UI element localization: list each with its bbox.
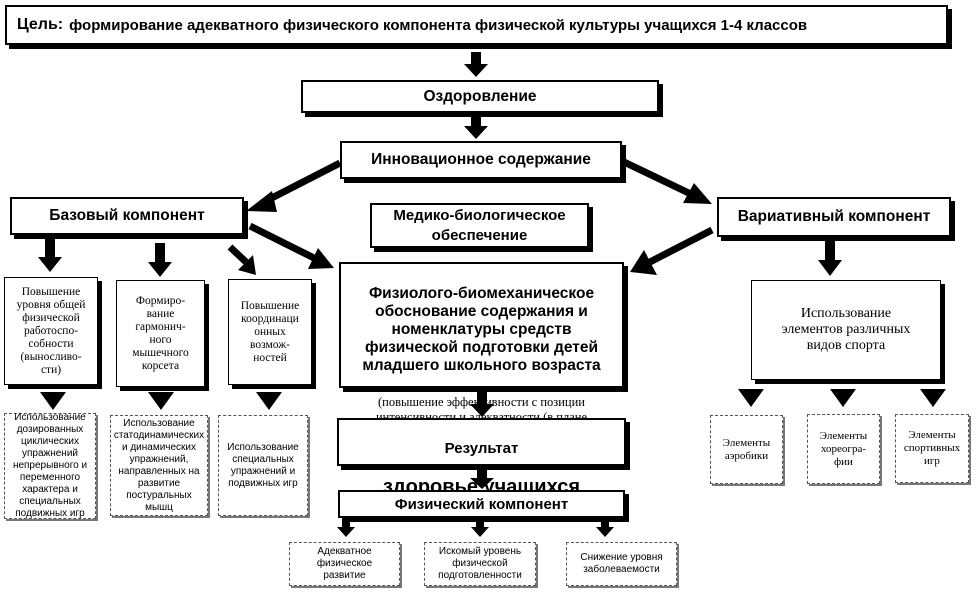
goal-text: формирование адекватного физического ком… <box>69 16 808 34</box>
goal-box: Цель: формирование адекватного физическо… <box>5 5 948 45</box>
sports-text: Использование элементов различных видов … <box>781 306 911 353</box>
outcome-3: Снижение уровня заболеваемости <box>566 542 677 586</box>
physiology-title: Физиолого-биомеханическое обоснование со… <box>362 285 601 374</box>
sports-box: Использование элементов различных видов … <box>751 280 941 380</box>
arrow-innovation-to-variative <box>620 157 697 200</box>
arrow-result-to-physical <box>470 469 494 489</box>
arrow-physiology-to-result <box>470 390 494 417</box>
arrow-innovation-to-base <box>260 159 342 207</box>
arrow-physical-to-outcome-3 <box>596 521 614 537</box>
triangle-goal-1-to-means <box>40 392 66 410</box>
triangle-sports-to-elem-2 <box>830 389 856 407</box>
triangle-sports-to-elem-3 <box>920 389 946 407</box>
outcome-2-text: Искомый уровень физической подготовленно… <box>438 546 522 581</box>
arrow-variative-to-sports <box>818 240 842 276</box>
outcome-3-text: Снижение уровня заболеваемости <box>580 552 663 575</box>
medical-label: Медико-биологическое обеспечение <box>393 206 566 244</box>
variative-component-box: Вариативный компонент <box>717 197 951 237</box>
base-goal-2: Формиро- вание гармонич- ного мышечного … <box>116 280 205 387</box>
base-goal-3-text: Повышение координаци онных возмож- носте… <box>240 299 300 364</box>
arrow-base-to-physiology <box>248 222 320 264</box>
sport-element-2-text: Элементы хореогра- фии <box>819 429 868 468</box>
base-component-box: Базовый компонент <box>10 197 244 235</box>
physical-component-label: Физический компонент <box>394 495 569 513</box>
outcome-2: Искомый уровень физической подготовленно… <box>424 542 536 586</box>
sport-element-1-text: Элементы аэробики <box>722 436 771 462</box>
outcome-1-text: Адекватное физическое развитие <box>316 546 373 581</box>
arrow-variative-to-physiology <box>644 226 714 268</box>
arrow-base-to-goal-1 <box>38 236 62 272</box>
base-means-2-text: Использование статодинамических и динами… <box>113 417 205 513</box>
arrow-base-to-goal-2 <box>148 243 172 277</box>
result-title: Результат <box>444 440 519 457</box>
base-goal-1: Повышение уровня общей физической работо… <box>4 277 98 385</box>
base-means-2: Использование статодинамических и динами… <box>110 415 208 516</box>
sport-element-1: Элементы аэробики <box>710 415 783 484</box>
sport-element-2: Элементы хореогра- фии <box>807 414 880 484</box>
arrow-physical-to-outcome-2 <box>471 521 489 537</box>
triangle-goal-2-to-means <box>148 392 174 410</box>
result-box: Результат здоровье учащихся <box>337 418 626 498</box>
sport-element-3-text: Элементы спортивных игр <box>903 429 961 467</box>
base-goal-2-text: Формиро- вание гармонич- ного мышечного … <box>132 294 189 372</box>
outcome-1: Адекватное физическое развитие <box>289 542 400 586</box>
arrow-physical-to-outcome-1 <box>337 521 355 537</box>
base-means-3: Использование специальных упражнений и п… <box>218 415 308 516</box>
base-means-1-text: Использование дозированных циклических у… <box>12 412 88 519</box>
triangle-sports-to-elem-1 <box>738 389 764 407</box>
arrow-base-to-goal-3 <box>227 244 249 265</box>
medical-box: Медико-биологическое обеспечение <box>370 203 589 248</box>
health-label: Оздоровление <box>423 87 537 105</box>
physical-component-box: Физический компонент <box>338 490 625 518</box>
base-goal-1-text: Повышение уровня общей физической работо… <box>16 285 86 376</box>
physiology-box: Физиолого-биомеханическое обоснование со… <box>339 262 624 439</box>
base-component-label: Базовый компонент <box>49 207 205 224</box>
base-means-3-text: Использование специальных упражнений и п… <box>227 441 299 489</box>
base-means-1: Использование дозированных циклических у… <box>4 412 96 519</box>
health-box: Оздоровление <box>301 80 659 113</box>
innovation-label: Инновационное содержание <box>371 151 591 168</box>
base-goal-3: Повышение координаци онных возмож- носте… <box>228 279 312 385</box>
variative-component-label: Вариативный компонент <box>737 208 931 225</box>
arrow-health-to-innovation <box>464 114 488 139</box>
innovation-box: Инновационное содержание <box>340 141 622 179</box>
sport-element-3: Элементы спортивных игр <box>895 414 969 483</box>
arrow-goal-to-health <box>464 52 488 77</box>
goal-label: Цель: <box>17 16 64 33</box>
triangle-goal-3-to-means <box>256 392 282 410</box>
